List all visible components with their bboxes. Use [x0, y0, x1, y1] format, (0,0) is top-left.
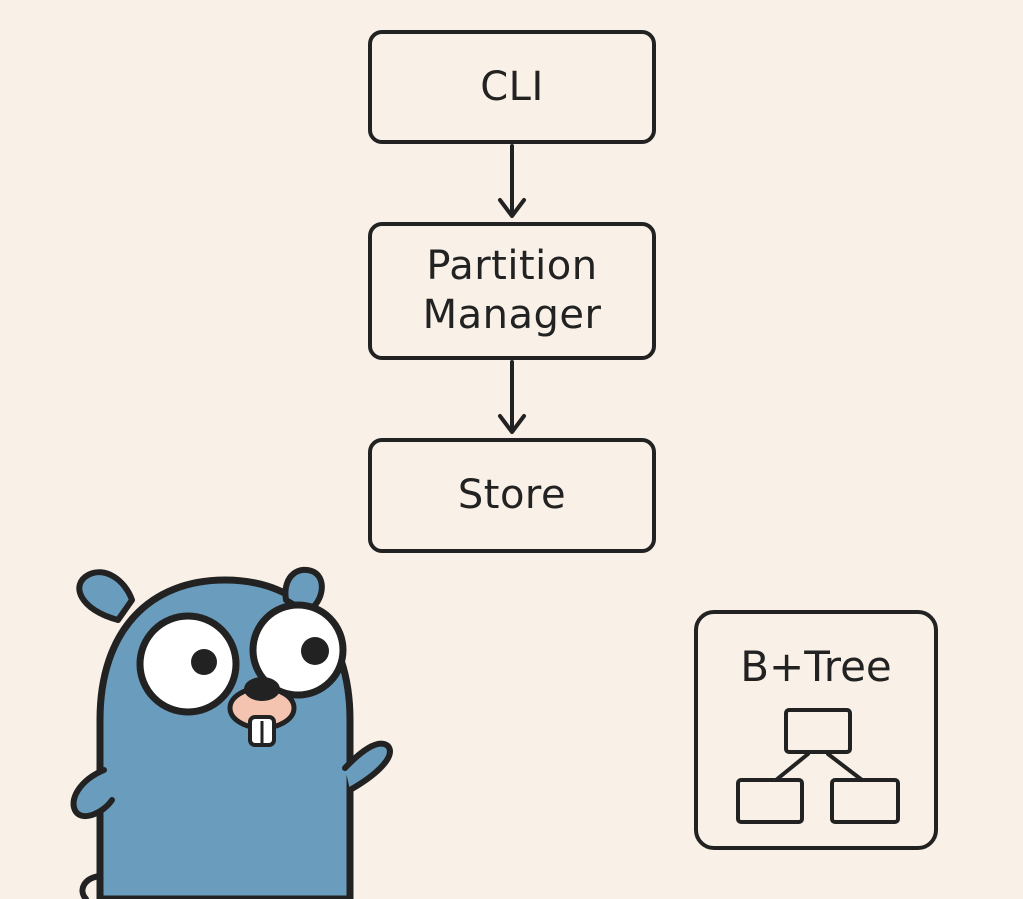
store-node: Store	[368, 438, 656, 553]
arrow-cli-to-partition-manager	[500, 146, 524, 216]
cli-node: CLI	[368, 30, 656, 144]
cli-node-label: CLI	[480, 63, 544, 112]
arrow-partition-manager-to-store	[500, 362, 524, 432]
gopher-mascot-icon	[0, 560, 420, 899]
partition-manager-node-label: Partition Manager	[423, 242, 602, 340]
tree-structure-icon	[698, 614, 934, 846]
btree-card: B+Tree	[694, 610, 938, 850]
store-node-label: Store	[458, 471, 566, 520]
partition-manager-node: Partition Manager	[368, 222, 656, 360]
